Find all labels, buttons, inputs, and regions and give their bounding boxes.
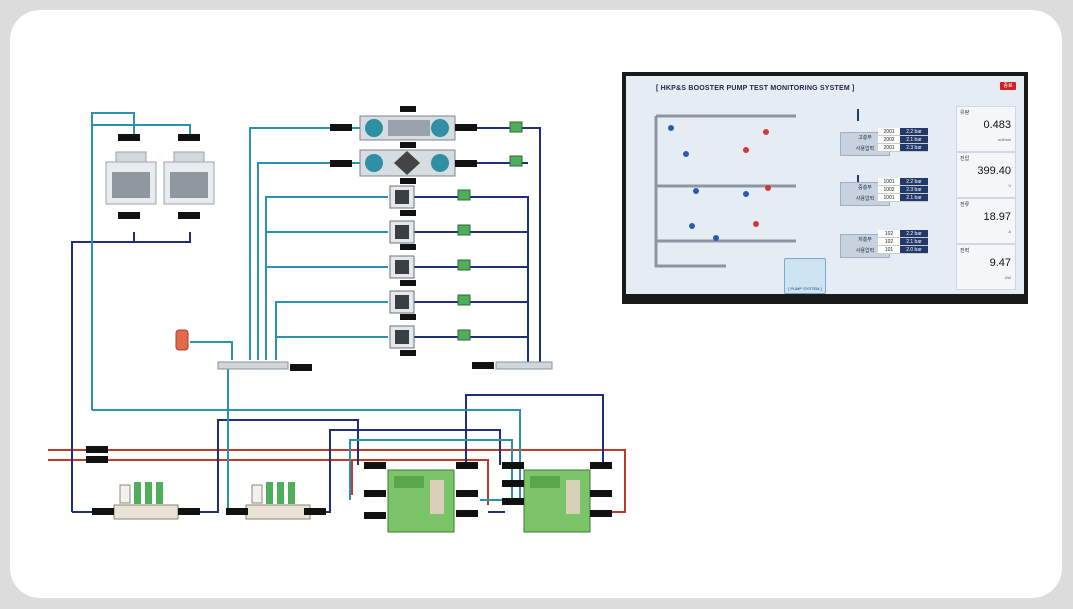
- hot-water-lines: [48, 449, 626, 513]
- air-handling-unit-1: [359, 115, 456, 141]
- monitoring-screen-photo: [ HKP&S BOOSTER PUMP TEST MONITORING SYS…: [622, 72, 1028, 304]
- exit-button[interactable]: 종료: [1000, 82, 1016, 90]
- pump-skid-1: [113, 482, 179, 520]
- flow-stat: 유량 0.483 m3/min: [956, 106, 1016, 152]
- chiller-1: [387, 469, 455, 533]
- pump-skid-2: [245, 482, 311, 520]
- temperature-sensors: [86, 106, 612, 519]
- cooling-tower-1: [105, 151, 157, 205]
- expansion-tank: [175, 329, 189, 351]
- pump-system-button[interactable]: [ PUMP SYSTEM ]: [784, 258, 826, 294]
- air-handling-unit-2: [359, 149, 456, 177]
- control-valves: [457, 121, 523, 341]
- fan-coil-grilles: [395, 190, 409, 344]
- monitoring-screen: [ HKP&S BOOSTER PUMP TEST MONITORING SYS…: [626, 76, 1024, 294]
- current-stat: 전류 18.97 A: [956, 198, 1016, 244]
- supply-header: [217, 361, 289, 370]
- return-pipes: [91, 112, 521, 513]
- return-header: [495, 361, 553, 370]
- booster-piping: [654, 109, 859, 268]
- cooling-tower-2: [163, 151, 215, 205]
- chiller-2: [523, 469, 591, 533]
- monitor-title: [ HKP&S BOOSTER PUMP TEST MONITORING SYS…: [656, 85, 855, 92]
- power-stat: 전력 9.47 kW: [956, 244, 1016, 290]
- voltage-stat: 전압 399.40 V: [956, 152, 1016, 198]
